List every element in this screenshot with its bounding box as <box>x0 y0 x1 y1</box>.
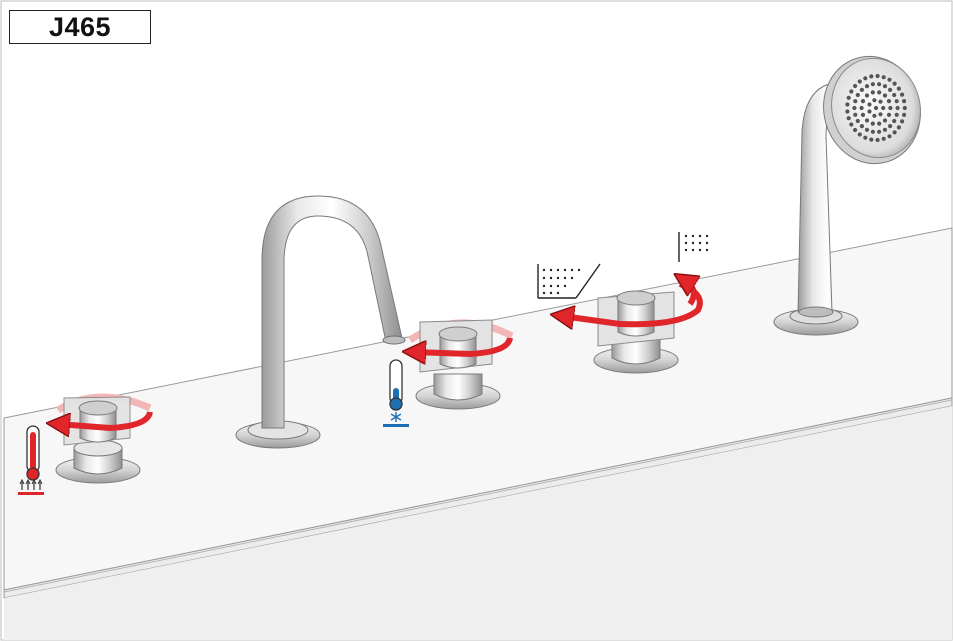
nozzle-dot <box>845 102 849 106</box>
nozzle-dot <box>878 112 882 116</box>
nozzle-dot <box>865 128 869 132</box>
nozzle-dot <box>892 93 896 97</box>
nozzle-dot <box>860 106 864 110</box>
nozzle-dot <box>887 113 891 117</box>
nozzle-dot <box>863 136 867 140</box>
nozzle-dot <box>877 122 881 126</box>
nozzle-dot <box>871 130 875 134</box>
nozzle-dot <box>847 116 851 120</box>
nozzle-dot <box>865 93 869 97</box>
nozzle-dot <box>900 119 904 123</box>
nozzle-dot <box>887 78 891 82</box>
nozzle-dot <box>867 109 871 113</box>
model-code-label: J465 <box>9 10 151 44</box>
nozzle-dot <box>892 119 896 123</box>
nozzle-dot <box>897 125 901 129</box>
nozzle-dot <box>874 106 878 110</box>
nozzle-dot <box>882 75 886 79</box>
nozzle-dot <box>852 106 856 110</box>
nozzle-dot <box>861 99 865 103</box>
nozzle-dot <box>893 82 897 86</box>
nozzle-dot <box>845 109 849 113</box>
nozzle-dot <box>902 99 906 103</box>
nozzle-dot <box>877 90 881 94</box>
nozzle-dot <box>883 93 887 97</box>
nozzle-dot <box>893 130 897 134</box>
nozzle-dot <box>903 106 907 110</box>
shower-spray-icon <box>679 232 708 262</box>
nozzle-dot <box>865 84 869 88</box>
nozzle-dot <box>896 106 900 110</box>
nozzle-dot <box>888 88 892 92</box>
nozzle-dot <box>882 137 886 141</box>
nozzle-dot <box>876 74 880 78</box>
nozzle-dot <box>883 84 887 88</box>
nozzle-dot <box>849 89 853 93</box>
nozzle-dot <box>853 128 857 132</box>
nozzle-dot <box>849 122 853 126</box>
nozzle-dot <box>861 113 865 117</box>
nozzle-dot <box>867 102 871 106</box>
nozzle-dot <box>902 113 906 117</box>
nozzle-dot <box>877 82 881 86</box>
nozzle-dot <box>856 119 860 123</box>
nozzle-dot <box>860 88 864 92</box>
nozzle-dot <box>853 84 857 88</box>
nozzle-dot <box>847 96 851 100</box>
nozzle-dot <box>865 118 869 122</box>
nozzle-dot <box>888 124 892 128</box>
nozzle-dot <box>856 93 860 97</box>
nozzle-dot <box>897 87 901 91</box>
nozzle-dot <box>888 106 892 110</box>
model-code-text: J465 <box>49 12 111 43</box>
nozzle-dot <box>872 98 876 102</box>
nozzle-dot <box>887 134 891 138</box>
nozzle-dot <box>883 118 887 122</box>
nozzle-dot <box>895 99 899 103</box>
nozzle-dot <box>871 122 875 126</box>
nozzle-dot <box>860 124 864 128</box>
nozzle-dot <box>887 99 891 103</box>
nozzle-dot <box>876 138 880 142</box>
nozzle-dot <box>895 113 899 117</box>
nozzle-dot <box>872 114 876 118</box>
nozzle-dot <box>878 100 882 104</box>
nozzle-dot <box>900 93 904 97</box>
nozzle-dot <box>877 130 881 134</box>
nozzle-dot <box>853 99 857 103</box>
nozzle-dot <box>863 76 867 80</box>
nozzle-dot <box>871 82 875 86</box>
nozzle-dot <box>869 74 873 78</box>
bathtub-spout-icon <box>538 264 600 298</box>
nozzle-dot <box>858 79 862 83</box>
nozzle-dot <box>871 90 875 94</box>
nozzle-dot <box>853 113 857 117</box>
nozzle-dot <box>869 138 873 142</box>
nozzle-dot <box>881 106 885 110</box>
nozzle-dot <box>883 128 887 132</box>
nozzle-dot <box>858 132 862 136</box>
